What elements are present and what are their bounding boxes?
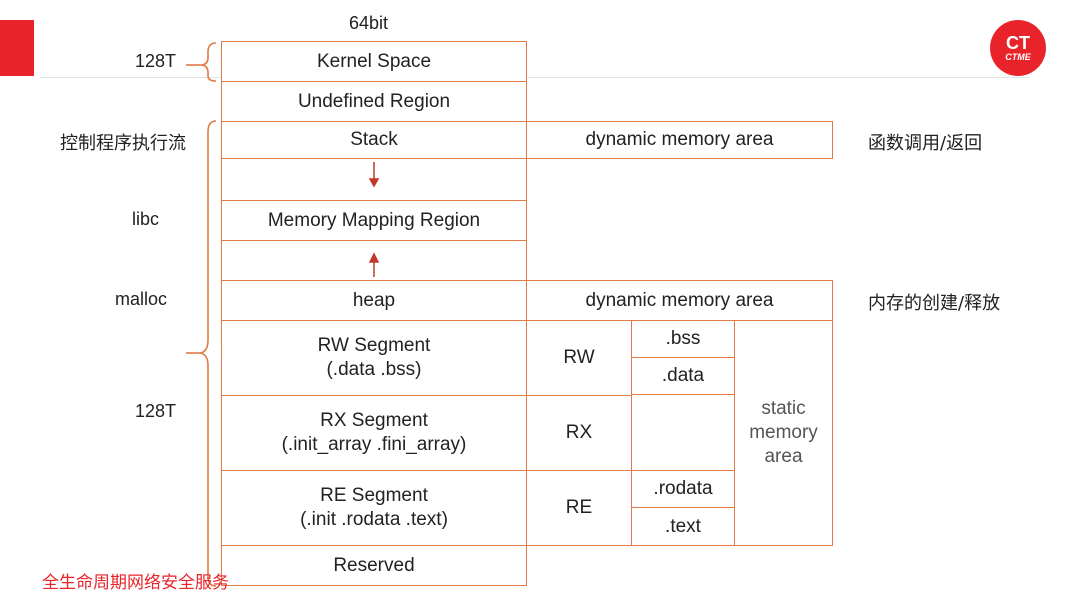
re-perm-cell: RE — [526, 470, 632, 546]
heap-dynamic-area: dynamic memory area — [526, 280, 833, 321]
data-section-text: .data — [661, 365, 705, 386]
kernel-size-label: 128T — [135, 51, 177, 71]
rw-segment-sections: (.data .bss) — [326, 359, 422, 380]
rx-segment-region: RX Segment (.init_array .fini_array) — [221, 395, 527, 471]
heap-growth-arrow — [368, 252, 380, 263]
user-brace — [199, 120, 217, 587]
rx-perm-text: RX — [565, 422, 593, 443]
stack-dynamic-area: dynamic memory area — [526, 121, 833, 159]
kernel-space-text: Kernel Space — [316, 50, 432, 72]
static-line-3: area — [764, 446, 803, 467]
data-section-cell: .data — [631, 357, 735, 395]
static-memory-area: static memory area — [734, 320, 833, 546]
stack-dynamic-text: dynamic memory area — [585, 129, 774, 150]
libc-label: libc — [132, 209, 160, 229]
rw-segment-region: RW Segment (.data .bss) — [221, 320, 527, 396]
rx-segment-title: RX Segment — [320, 410, 428, 431]
kernel-brace — [201, 42, 217, 82]
static-line-2: memory — [749, 422, 818, 443]
re-segment-title: RE Segment — [320, 485, 428, 506]
rx-segment-sections: (.init_array .fini_array) — [281, 434, 467, 455]
header-divider — [40, 77, 1030, 78]
undefined-region: Undefined Region — [221, 81, 527, 122]
rw-segment-title: RW Segment — [317, 335, 431, 356]
company-logo: CT CTME — [990, 20, 1046, 76]
re-perm-text: RE — [565, 497, 593, 518]
heap-region: heap — [221, 280, 527, 321]
stack-region: Stack — [221, 121, 527, 159]
control-flow-label: 控制程序执行流 — [60, 133, 186, 154]
kernel-space-region: Kernel Space — [221, 41, 527, 82]
re-segment-sections: (.init .rodata .text) — [300, 509, 448, 530]
text-section-cell: .text — [631, 507, 735, 546]
logo-mark: CT — [1006, 33, 1030, 53]
heap-text: heap — [352, 289, 396, 311]
reserved-region: Reserved — [221, 545, 527, 586]
malloc-label: malloc — [115, 289, 168, 309]
rw-perm-text: RW — [563, 347, 595, 368]
mmap-region: Memory Mapping Region — [221, 200, 527, 241]
undefined-region-text: Undefined Region — [297, 90, 451, 112]
re-segment-region: RE Segment (.init .rodata .text) — [221, 470, 527, 546]
static-line-1: static — [761, 398, 806, 419]
rodata-section-cell: .rodata — [631, 470, 735, 508]
rodata-section-text: .rodata — [653, 478, 713, 499]
heap-dynamic-text: dynamic memory area — [585, 289, 774, 311]
stack-note-label: 函数调用/返回 — [868, 133, 983, 154]
architecture-label: 64bit — [349, 13, 389, 33]
logo-text: CTME — [1005, 52, 1031, 62]
text-section-text: .text — [665, 515, 701, 537]
stack-growth-arrow — [368, 178, 380, 188]
footer-slogan: 全生命周期网络安全服务 — [42, 573, 229, 593]
rx-perm-cell: RX — [526, 395, 632, 471]
reserved-text: Reserved — [333, 554, 415, 576]
user-size-label: 128T — [135, 401, 177, 421]
stack-text: Stack — [350, 129, 398, 150]
mmap-text: Memory Mapping Region — [267, 209, 481, 231]
bss-section-text: .bss — [665, 328, 701, 349]
heap-note-label: 内存的创建/释放 — [868, 293, 1001, 314]
rw-perm-cell: RW — [526, 320, 632, 396]
accent-bar — [0, 20, 34, 76]
